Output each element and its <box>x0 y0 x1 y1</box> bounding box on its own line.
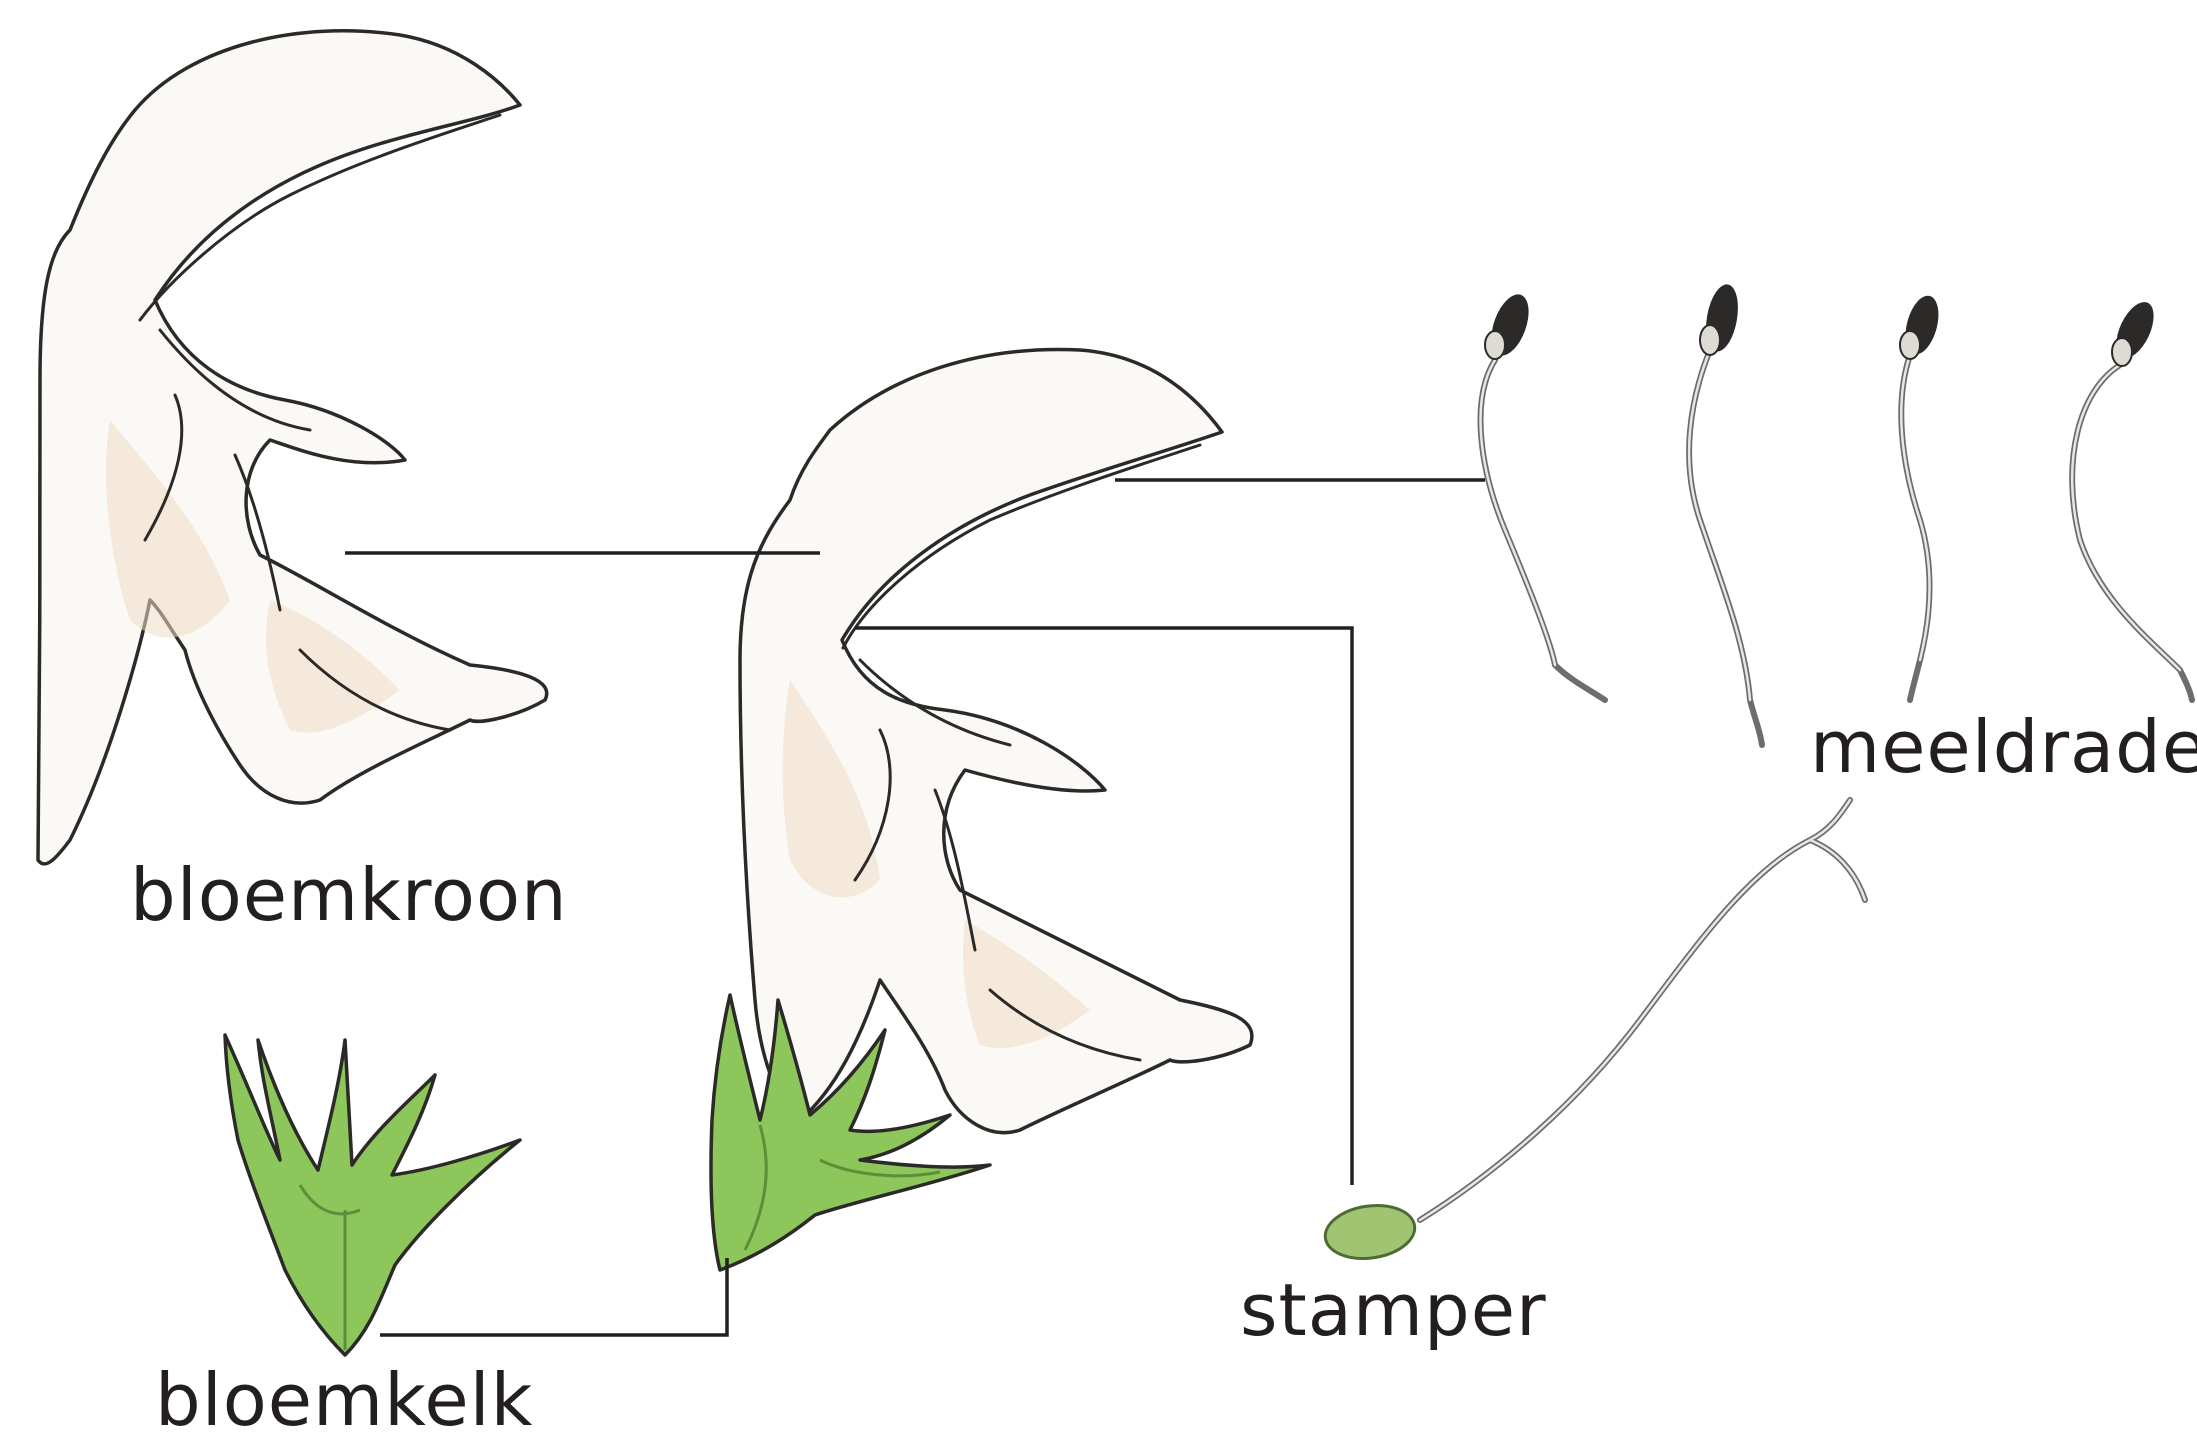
label-calyx: bloemkelk <box>155 1358 533 1439</box>
stamen-3 <box>1900 292 1945 700</box>
leader-calyx <box>380 1258 727 1335</box>
stamen-2 <box>1689 282 1762 745</box>
pistil-illustration <box>1322 800 1865 1264</box>
stamen-4 <box>2072 296 2192 700</box>
label-stamens: meeldraden <box>1810 705 2197 789</box>
stamen-1 <box>1481 289 1605 700</box>
assembled-flower-illustration <box>711 349 1252 1270</box>
label-corolla: bloemkroon <box>130 853 568 937</box>
label-pistil: stamper <box>1240 1268 1547 1352</box>
stamens-illustration <box>1481 282 2192 745</box>
calyx-illustration <box>225 1035 520 1355</box>
corolla-illustration <box>38 31 547 864</box>
